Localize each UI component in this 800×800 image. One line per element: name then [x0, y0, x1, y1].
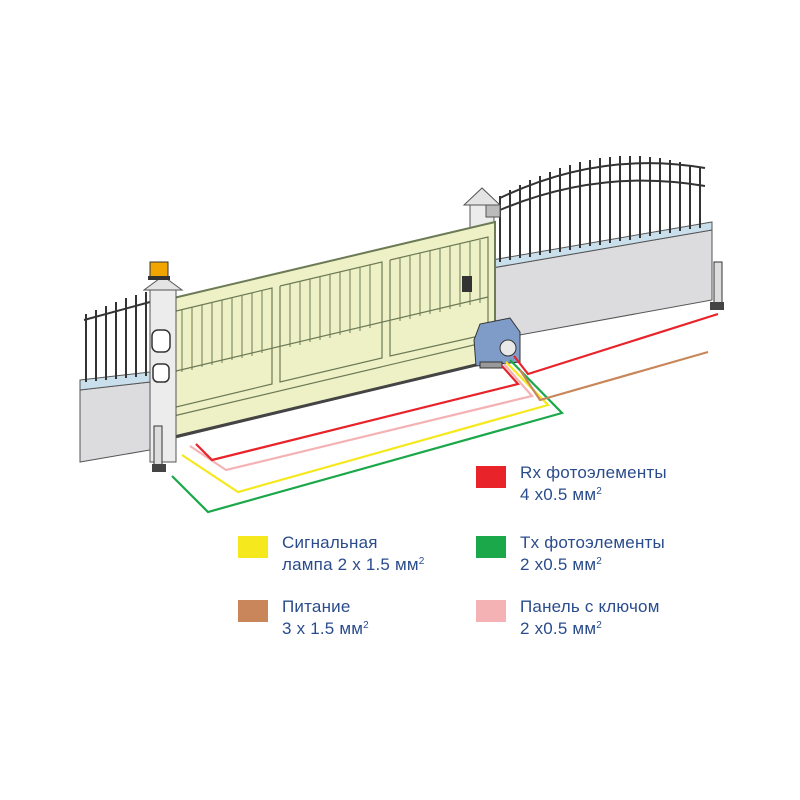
- legend-power: Питание 3 x 1.5 мм2: [238, 596, 369, 640]
- cable-power: [519, 350, 709, 402]
- legend-key-panel: Панель с ключом 2 x0.5 мм2: [476, 596, 660, 640]
- legend-tx-swatch: [476, 536, 506, 558]
- legend-key-panel-text: Панель с ключом 2 x0.5 мм2: [520, 596, 660, 640]
- left-gate-post: [142, 275, 184, 463]
- legend-tx-text: Tx фотоэлементы 2 x0.5 мм2: [520, 532, 665, 576]
- cable-lamp: [181, 361, 551, 494]
- right-fence: [491, 156, 713, 341]
- legend-lamp-swatch: [238, 536, 268, 558]
- photocell-post-left: [152, 425, 166, 472]
- legend-rx-swatch: [476, 466, 506, 488]
- legend-key-panel-swatch: [476, 600, 506, 622]
- gate-motor: [473, 317, 521, 369]
- legend-power-swatch: [238, 600, 268, 622]
- legend-power-text: Питание 3 x 1.5 мм2: [282, 596, 369, 640]
- legend-rx-line1: Rx фотоэлементы: [520, 463, 667, 482]
- legend-lamp-text: Сигнальная лампа 2 x 1.5 мм2: [282, 532, 425, 576]
- legend-lamp-line1: Сигнальная: [282, 533, 378, 552]
- legend-power-line2: 3 x 1.5 мм2: [282, 619, 369, 638]
- legend-power-line1: Питание: [282, 597, 351, 616]
- legend-tx-line2: 2 x0.5 мм2: [520, 555, 602, 574]
- left-fence: [79, 292, 151, 463]
- legend-rx-text: Rx фотоэлементы 4 x0.5 мм2: [520, 462, 667, 506]
- legend-tx-line1: Tx фотоэлементы: [520, 533, 665, 552]
- photocell-post-right: [710, 261, 724, 310]
- cable-tx: [171, 359, 565, 514]
- legend-lamp: Сигнальная лампа 2 x 1.5 мм2: [238, 532, 425, 576]
- cable-key-panel: [189, 363, 535, 472]
- legend-key-panel-line2: 2 x0.5 мм2: [520, 619, 602, 638]
- signal-lamp: [148, 261, 170, 280]
- legend-rx: Rx фотоэлементы 4 x0.5 мм2: [476, 462, 667, 506]
- legend-key-panel-line1: Панель с ключом: [520, 597, 660, 616]
- legend-rx-line2: 4 x0.5 мм2: [520, 485, 602, 504]
- sliding-gate: [164, 220, 496, 442]
- legend-tx: Tx фотоэлементы 2 x0.5 мм2: [476, 532, 665, 576]
- cable-rx: [195, 365, 521, 462]
- cable-rx-right: [513, 312, 719, 376]
- cable-runs: [171, 312, 719, 514]
- legend-lamp-line2: лампа 2 x 1.5 мм2: [282, 555, 425, 574]
